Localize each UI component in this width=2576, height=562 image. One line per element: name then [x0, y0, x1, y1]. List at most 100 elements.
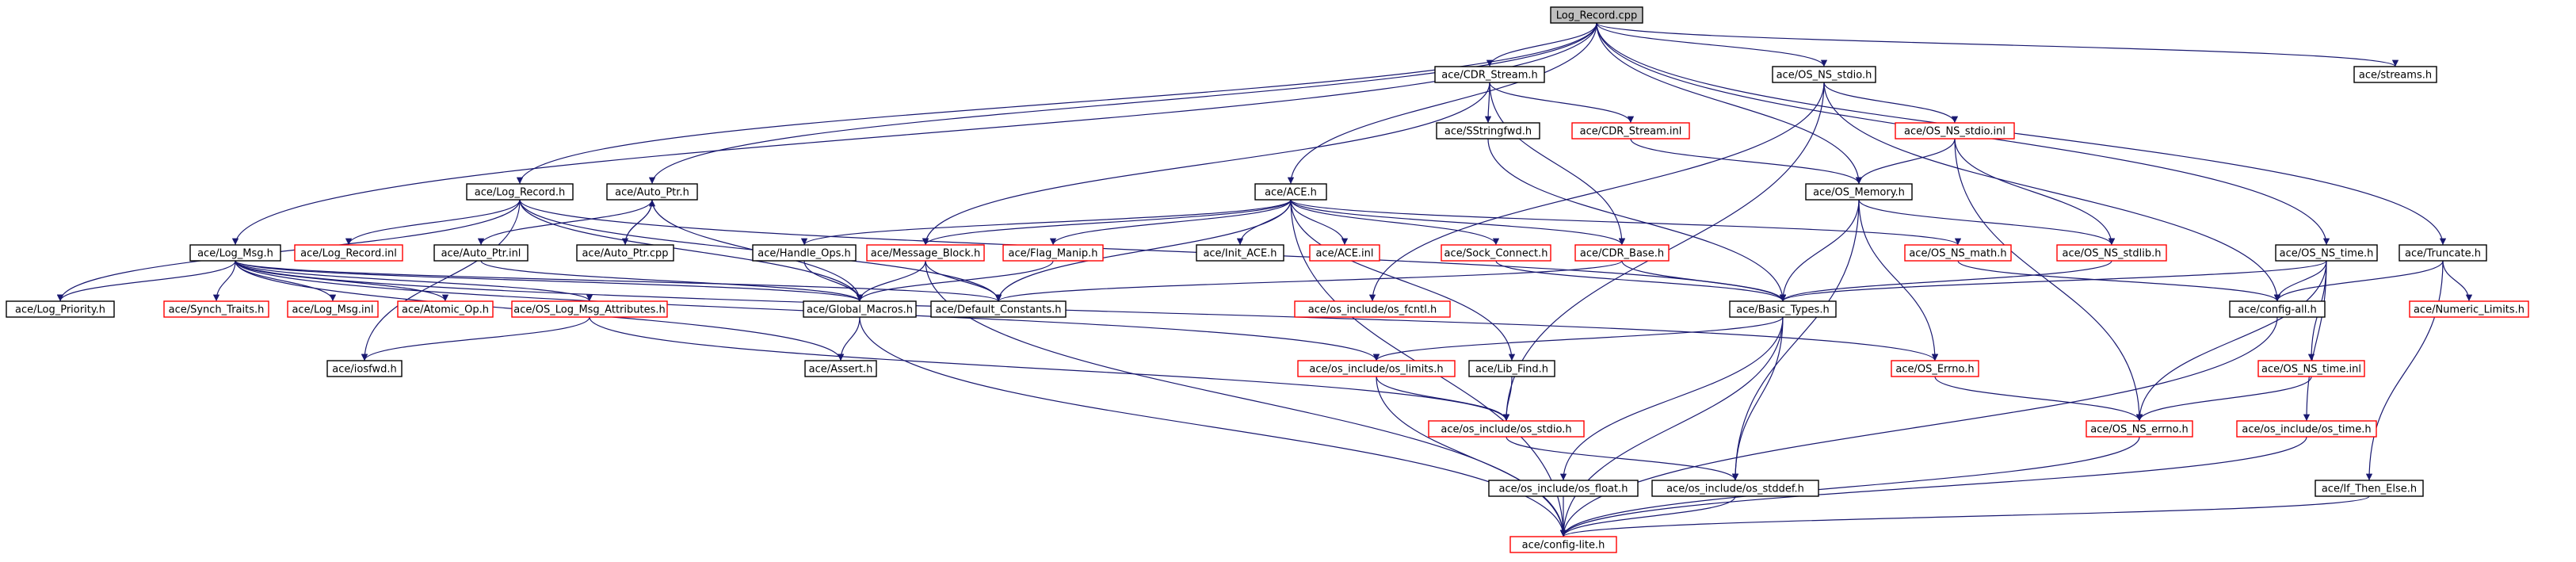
node-os-log-msg-attributes-h[interactable]: ace/OS_Log_Msg_Attributes.h — [511, 300, 668, 318]
node-label: ace/os_include/os_time.h — [2242, 424, 2371, 436]
node-ace-inl[interactable]: ace/ACE.inl — [1309, 244, 1380, 262]
node-label: ace/Numeric_Limits.h — [2414, 304, 2524, 316]
node-streams-h[interactable]: ace/streams.h — [2353, 66, 2437, 83]
node-box — [2056, 244, 2167, 262]
node-default-constants-h[interactable]: ace/Default_Constants.h — [930, 300, 1067, 318]
node-box — [1254, 183, 1327, 201]
node-label: ace/Truncate.h — [2405, 248, 2481, 260]
edge-os-ns-stdio-h-to-os-fcntl-h — [1368, 82, 1825, 302]
node-auto-ptr-h[interactable]: ace/Auto_Ptr.h — [606, 183, 698, 201]
node-os-limits-h[interactable]: ace/os_include/os_limits.h — [1297, 360, 1456, 377]
node-box — [1904, 244, 2012, 262]
edge-flag-manip-h-to-global-macros-h — [856, 260, 1054, 302]
edge-os-ns-math-h-to-config-all-h — [1957, 260, 2281, 302]
node-truncate-h[interactable]: ace/Truncate.h — [2399, 244, 2487, 262]
node-os-time-h[interactable]: ace/os_include/os_time.h — [2236, 420, 2377, 438]
node-os-fcntl-h[interactable]: ace/os_include/os_fcntl.h — [1294, 300, 1451, 318]
node-box — [1309, 244, 1380, 262]
node-config-lite-h[interactable]: ace/config-lite.h — [1509, 536, 1617, 553]
node-os-memory-h[interactable]: ace/OS_Memory.h — [1805, 183, 1913, 201]
node-os-ns-time-h[interactable]: ace/OS_NS_time.h — [2275, 244, 2378, 262]
node-label: ace/config-lite.h — [1522, 540, 1605, 552]
node-global-macros-h[interactable]: ace/Global_Macros.h — [803, 300, 917, 318]
node-box — [606, 183, 698, 201]
edge-os-ns-time-h-to-basic-types-h — [1780, 260, 2327, 302]
edge-os-ns-stdio-h-to-config-all-h — [1823, 82, 2281, 302]
node-box — [2353, 66, 2437, 83]
node-label: ace/Global_Macros.h — [807, 304, 913, 316]
node-os-float-h[interactable]: ace/os_include/os_float.h — [1488, 480, 1639, 497]
edge-log-record-cpp-to-ace-h — [1287, 22, 1597, 185]
node-cdr-stream-h[interactable]: ace/CDR_Stream.h — [1434, 66, 1545, 83]
node-box — [1772, 66, 1876, 83]
node-log-record-inl[interactable]: ace/Log_Record.inl — [294, 244, 403, 262]
node-os-errno-h[interactable]: ace/OS_Errno.h — [1891, 360, 1979, 377]
node-os-ns-errno-h[interactable]: ace/OS_NS_errno.h — [2086, 420, 2193, 438]
node-os-ns-time-inl[interactable]: ace/OS_NS_time.inl — [2257, 360, 2365, 377]
edge-ace-h-to-default-constants-h — [994, 199, 1292, 302]
node-flag-manip-h[interactable]: ace/Flag_Manip.h — [1002, 244, 1104, 262]
node-lib-find-h[interactable]: ace/Lib_Find.h — [1468, 360, 1555, 377]
node-label: ace/OS_NS_math.h — [1909, 248, 2006, 260]
edge-log-record-cpp-to-os-memory-h — [1596, 22, 1863, 185]
node-label: ace/Sock_Connect.h — [1444, 248, 1548, 260]
edge-os-ns-time-inl-to-os-ns-errno-h — [2135, 376, 2312, 422]
node-ace-h[interactable]: ace/ACE.h — [1254, 183, 1327, 201]
node-log-msg-h[interactable]: ace/Log_Msg.h — [189, 244, 281, 262]
node-init-ace-h[interactable]: ace/Init_ACE.h — [1196, 244, 1284, 262]
node-atomic-op-h[interactable]: ace/Atomic_Op.h — [397, 300, 494, 318]
node-box — [1651, 480, 1819, 497]
node-message-block-h[interactable]: ace/Message_Block.h — [866, 244, 985, 262]
edge-log-record-cpp-to-log-record-h — [516, 22, 1597, 185]
node-handle-ops-h[interactable]: ace/Handle_Ops.h — [752, 244, 857, 262]
node-box — [2257, 360, 2365, 377]
edge-os-ns-errno-h-to-config-lite-h — [1559, 436, 2140, 537]
node-os-stddef-h[interactable]: ace/os_include/os_stddef.h — [1651, 480, 1819, 497]
node-label: ace/Lib_Find.h — [1475, 364, 1548, 376]
edge-auto-ptr-h-to-auto-ptr-inl — [477, 199, 653, 246]
node-synch-traits-h[interactable]: ace/Synch_Traits.h — [163, 300, 269, 318]
node-label: ace/os_include/os_limits.h — [1309, 364, 1443, 376]
node-log-record-h[interactable]: ace/Log_Record.h — [466, 183, 574, 201]
node-box — [1002, 244, 1104, 262]
node-basic-types-h[interactable]: ace/Basic_Types.h — [1729, 300, 1837, 318]
edge-log-msg-h-to-global-macros-h — [235, 260, 863, 302]
edge-log-msg-h-to-log-msg-inl — [235, 260, 337, 302]
node-os-ns-stdlib-h[interactable]: ace/OS_NS_stdlib.h — [2056, 244, 2167, 262]
node-if-then-else-h[interactable]: ace/If_Then_Else.h — [2315, 480, 2424, 497]
node-auto-ptr-inl[interactable]: ace/Auto_Ptr.inl — [433, 244, 529, 262]
node-label: ace/streams.h — [2359, 70, 2432, 82]
node-box — [2086, 420, 2193, 438]
edge-os-ns-time-h-to-os-time-h — [2303, 260, 2327, 422]
node-config-all-h[interactable]: ace/config-all.h — [2229, 300, 2326, 318]
node-box — [1436, 122, 1540, 140]
node-log-priority-h[interactable]: ace/Log_Priority.h — [6, 300, 115, 318]
node-label: ace/os_include/os_stdio.h — [1441, 424, 1571, 436]
nodes-layer: Log_Record.cpp ace/CDR_Stream.h ace/OS_NS_… — [6, 6, 2529, 553]
node-auto-ptr-cpp[interactable]: ace/Auto_Ptr.cpp — [576, 244, 674, 262]
node-box — [433, 244, 529, 262]
node-sock-connect-h[interactable]: ace/Sock_Connect.h — [1441, 244, 1551, 262]
edge-log-msg-h-to-os-errno-h — [235, 260, 1938, 361]
node-label: ace/Log_Msg.h — [197, 248, 273, 260]
node-label: ace/CDR_Stream.h — [1441, 70, 1538, 82]
node-sstringfwd-h[interactable]: ace/SStringfwd.h — [1436, 122, 1540, 140]
node-os-ns-stdio-inl[interactable]: ace/OS_NS_stdio.inl — [1895, 122, 2015, 140]
node-assert-h[interactable]: ace/Assert.h — [804, 360, 877, 377]
node-log-record-cpp[interactable]: Log_Record.cpp — [1550, 6, 1643, 24]
node-label: ace/Auto_Ptr.h — [615, 187, 689, 199]
node-box — [930, 300, 1067, 318]
node-os-stdio-h[interactable]: ace/os_include/os_stdio.h — [1428, 420, 1585, 438]
node-label: ace/OS_NS_time.inl — [2261, 364, 2361, 376]
node-iosfwd-h[interactable]: ace/iosfwd.h — [326, 360, 403, 377]
node-log-msg-inl[interactable]: ace/Log_Msg.inl — [287, 300, 379, 318]
edge-os-limits-h-to-os-stdio-h — [1376, 376, 1510, 422]
node-numeric-limits-h[interactable]: ace/Numeric_Limits.h — [2409, 300, 2529, 318]
node-label: ace/OS_NS_errno.h — [2090, 424, 2189, 436]
node-cdr-stream-inl[interactable]: ace/CDR_Stream.inl — [1571, 122, 1690, 140]
node-os-ns-math-h[interactable]: ace/OS_NS_math.h — [1904, 244, 2012, 262]
node-os-ns-stdio-h[interactable]: ace/OS_NS_stdio.h — [1772, 66, 1876, 83]
node-cdr-base-h[interactable]: ace/CDR_Base.h — [1574, 244, 1670, 262]
edge-log-record-h-to-global-macros-h — [519, 199, 864, 302]
node-label: ace/Log_Record.inl — [300, 248, 397, 260]
